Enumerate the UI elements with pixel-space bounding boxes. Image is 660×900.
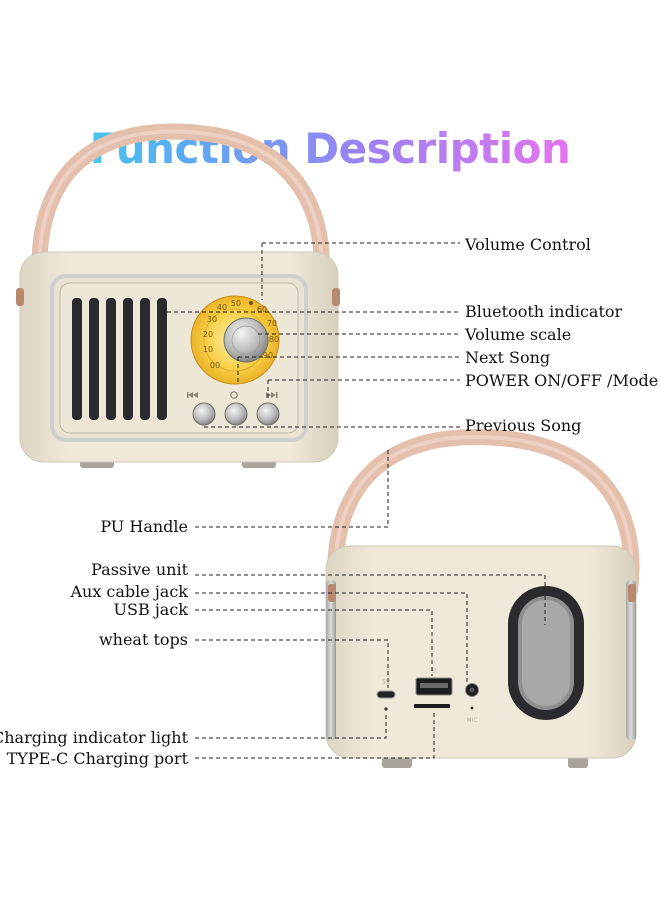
dial-number: 70: [267, 319, 277, 328]
label-previous-song: Previous Song: [465, 416, 582, 435]
dial-number: 20: [203, 330, 213, 339]
label-passive-unit: Passive unit: [91, 560, 188, 579]
bluetooth-indicator-led: [249, 301, 253, 305]
label-charging-light: Charging indicator light: [0, 728, 188, 747]
type-c-port: [376, 690, 396, 699]
power-mode-icon: [230, 391, 238, 399]
dial-number: 40: [217, 303, 227, 312]
back-radio-body: [325, 545, 637, 759]
label-volume-control: Volume Control: [465, 235, 591, 254]
next-song-button: [256, 402, 280, 426]
volume-knob: [223, 317, 269, 363]
front-leader-lines: [160, 242, 460, 428]
previous-track-icon: [187, 392, 198, 398]
tf-slot: [414, 704, 450, 708]
label-next-song: Next Song: [465, 348, 551, 367]
label-wheat-tops: wheat tops: [98, 630, 188, 649]
volume-dial: [190, 295, 280, 385]
label-usb-jack: USB jack: [113, 600, 188, 619]
dial-number: 50: [231, 299, 241, 308]
speaker-grille: [72, 298, 167, 420]
dial-number: 10: [203, 345, 213, 354]
dial-number: 80: [269, 335, 279, 344]
dial-number: 00: [210, 361, 220, 370]
label-typec-port: TYPE-C Charging port: [6, 749, 188, 768]
power-mode-button: [224, 402, 248, 426]
label-aux-jack: Aux cable jack: [70, 582, 188, 601]
dial-number: 60: [257, 305, 267, 314]
dial-number: 30: [207, 315, 217, 324]
dial-number: 90: [263, 351, 273, 360]
svg-text:U: U: [432, 668, 436, 675]
previous-song-button: [192, 402, 216, 426]
label-pu-handle: PU Handle: [100, 517, 188, 536]
label-volume-scale: Volume scale: [465, 325, 572, 344]
svg-text:MIC: MIC: [466, 717, 477, 724]
label-bluetooth-indicator: Bluetooth indicator: [465, 302, 623, 321]
next-track-icon: [266, 392, 278, 398]
label-power-mode: POWER ON/OFF /Mode: [465, 371, 659, 390]
back-leader-lines: [195, 448, 546, 759]
svg-text:5V: 5V: [382, 679, 391, 686]
charging-indicator-light: [384, 707, 388, 711]
